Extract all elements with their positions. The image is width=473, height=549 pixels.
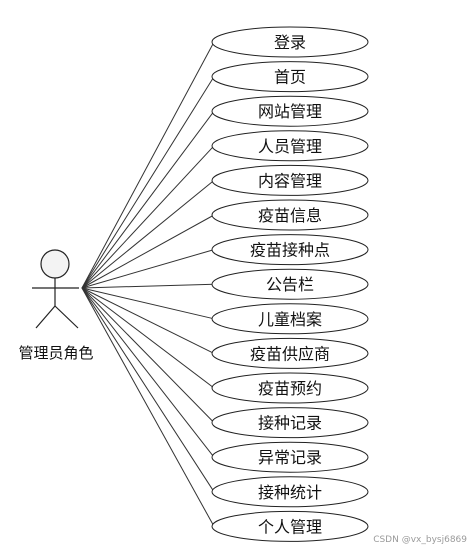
use-case-label: 个人管理 bbox=[258, 517, 322, 536]
use-case: 内容管理 bbox=[211, 164, 369, 196]
watermark: CSDN @vx_bysj6869 bbox=[373, 535, 467, 545]
actor-left-leg bbox=[35, 305, 56, 329]
use-case-label: 接种统计 bbox=[258, 483, 322, 502]
association-line bbox=[81, 287, 215, 423]
use-case-list: 登录首页网站管理人员管理内容管理疫苗信息疫苗接种点公告栏儿童档案疫苗供应商疫苗预… bbox=[211, 26, 369, 542]
use-case: 异常记录 bbox=[211, 441, 369, 473]
association-line bbox=[81, 76, 215, 289]
use-case-label: 内容管理 bbox=[258, 171, 322, 190]
use-case-label: 儿童档案 bbox=[258, 310, 322, 329]
use-case-ellipse bbox=[211, 337, 369, 369]
association-line bbox=[81, 249, 215, 289]
use-case-label: 疫苗预约 bbox=[258, 379, 322, 398]
use-case-ellipse bbox=[211, 26, 369, 58]
use-case: 疫苗信息 bbox=[211, 199, 369, 231]
use-case-label: 接种记录 bbox=[258, 414, 322, 433]
use-case-ellipse bbox=[211, 303, 369, 335]
association-line bbox=[81, 110, 215, 289]
use-case-label: 登录 bbox=[274, 33, 306, 52]
actor: 管理员角色 bbox=[18, 249, 94, 362]
use-case-ellipse bbox=[211, 476, 369, 508]
association-line bbox=[81, 287, 215, 320]
use-case-label: 异常记录 bbox=[258, 448, 322, 467]
use-case-label: 公告栏 bbox=[266, 275, 314, 294]
use-case: 个人管理 bbox=[211, 510, 369, 542]
use-case-ellipse bbox=[211, 61, 369, 93]
use-case-ellipse bbox=[211, 164, 369, 196]
use-case-ellipse bbox=[211, 407, 369, 439]
actor-label: 管理员角色 bbox=[18, 344, 93, 362]
use-case: 人员管理 bbox=[211, 130, 369, 162]
use-case: 疫苗供应商 bbox=[211, 337, 369, 369]
association-line bbox=[81, 287, 215, 389]
use-case-label: 疫苗接种点 bbox=[250, 241, 330, 260]
use-case-ellipse bbox=[211, 510, 369, 542]
use-case-ellipse bbox=[211, 95, 369, 127]
association-line bbox=[81, 180, 215, 289]
use-case-ellipse bbox=[211, 268, 369, 300]
use-case-label: 疫苗信息 bbox=[258, 206, 322, 225]
use-case-ellipse bbox=[211, 199, 369, 231]
use-case: 网站管理 bbox=[211, 95, 369, 127]
use-case: 登录 bbox=[211, 26, 369, 58]
use-case-ellipse bbox=[211, 130, 369, 162]
association-line bbox=[81, 283, 215, 289]
use-case-label: 网站管理 bbox=[258, 102, 322, 121]
association-lines bbox=[81, 41, 215, 527]
association-line bbox=[81, 287, 215, 493]
use-case: 疫苗接种点 bbox=[211, 234, 369, 266]
use-case-ellipse bbox=[211, 441, 369, 473]
actor-head bbox=[40, 249, 70, 279]
use-case: 疫苗预约 bbox=[211, 372, 369, 404]
use-case-label: 首页 bbox=[274, 68, 306, 87]
use-case: 公告栏 bbox=[211, 268, 369, 300]
use-case: 首页 bbox=[211, 61, 369, 93]
association-line bbox=[81, 145, 215, 289]
use-case: 儿童档案 bbox=[211, 303, 369, 335]
association-line bbox=[81, 287, 215, 527]
use-case-ellipse bbox=[211, 234, 369, 266]
use-case-label: 疫苗供应商 bbox=[250, 344, 330, 363]
use-case: 接种记录 bbox=[211, 407, 369, 439]
use-case-ellipse bbox=[211, 372, 369, 404]
association-line bbox=[81, 41, 215, 289]
association-line bbox=[81, 214, 215, 289]
use-case: 接种统计 bbox=[211, 476, 369, 508]
association-line bbox=[81, 287, 215, 354]
association-line bbox=[81, 287, 215, 458]
actor-right-leg bbox=[54, 305, 79, 329]
use-case-label: 人员管理 bbox=[258, 137, 322, 156]
